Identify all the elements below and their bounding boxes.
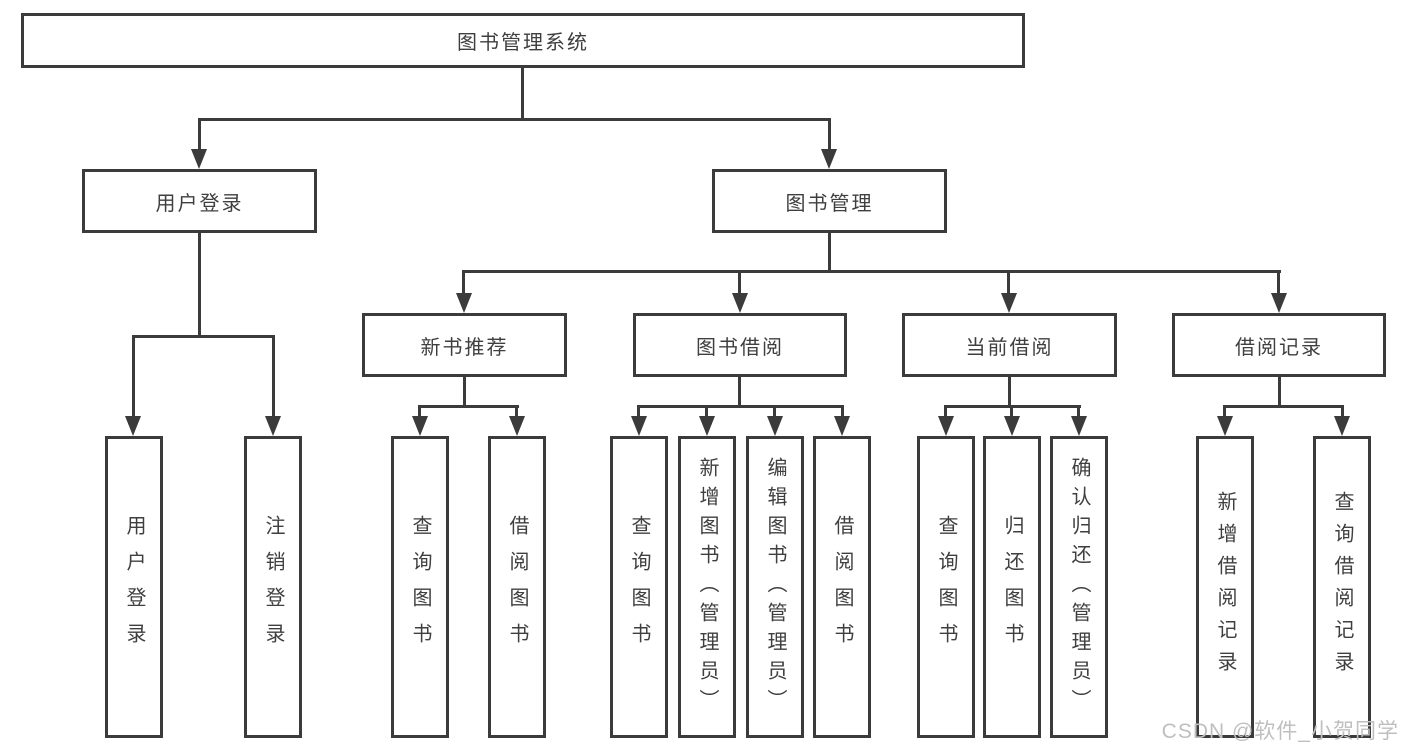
arrow-down-icon: [1071, 416, 1087, 436]
connector-head-branch: [1223, 405, 1344, 408]
node-label: 借阅记录: [1235, 336, 1323, 359]
connector-drop-leaf: [637, 405, 640, 419]
arrow-down-icon: [821, 149, 837, 169]
leaf-return-books: 归还图书: [983, 436, 1041, 738]
leaf-query-books-current: 查询图书: [917, 436, 975, 738]
leaf-confirm-return-admin: 确认归还（管理员）: [1050, 436, 1108, 738]
leaf-borrow-books-recommend: 借阅图书: [488, 436, 546, 738]
arrow-down-icon: [125, 416, 141, 436]
leaf-add-books-admin: 新增图书（管理员）: [678, 436, 736, 738]
node-book-management: 图书管理: [712, 169, 947, 233]
connector-root-stem: [521, 68, 524, 120]
leaf-label: 新增图书（管理员）: [696, 456, 718, 718]
arrow-down-icon: [509, 416, 525, 436]
leaf-label: 借阅图书: [506, 515, 528, 659]
leaf-label: 查询图书: [409, 515, 431, 659]
leaf-label: 注销登录: [262, 515, 284, 659]
connector-drop-book-mgmt: [828, 118, 831, 151]
arrow-down-icon: [1334, 416, 1350, 436]
connector-drop-head: [1007, 270, 1010, 295]
connector-drop-leaf: [1077, 405, 1080, 419]
leaf-label: 新增借阅记录: [1214, 491, 1236, 683]
leaf-user-login: 用户登录: [105, 436, 163, 738]
arrow-down-icon: [699, 416, 715, 436]
leaf-add-borrow-record: 新增借阅记录: [1196, 436, 1254, 738]
connector-drop-leaf: [1010, 405, 1013, 419]
node-user-login: 用户登录: [82, 169, 317, 233]
connector-head-branch: [637, 405, 844, 408]
arrow-down-icon: [191, 149, 207, 169]
leaf-label: 归还图书: [1001, 515, 1023, 659]
connector-drop-leaf: [418, 405, 421, 419]
connector-drop-head: [738, 270, 741, 295]
arrow-down-icon: [631, 416, 647, 436]
connector-book-mgmt-branch: [462, 270, 1281, 273]
leaf-query-borrow-record: 查询借阅记录: [1313, 436, 1371, 738]
leaf-query-books-borrowing: 查询图书: [610, 436, 668, 738]
node-label: 图书借阅: [696, 336, 784, 359]
node-new-book-recommend: 新书推荐: [362, 313, 567, 377]
connector-drop-leaf: [272, 335, 275, 418]
leaf-label: 查询借阅记录: [1331, 491, 1353, 683]
node-label: 当前借阅: [965, 336, 1054, 359]
arrow-down-icon: [1001, 293, 1017, 313]
node-label: 新书推荐: [420, 336, 509, 359]
connector-drop-leaf: [841, 405, 844, 419]
leaf-label: 确认归还（管理员）: [1068, 456, 1090, 718]
connector-drop-leaf: [1341, 405, 1344, 419]
connector-drop-head: [462, 270, 465, 295]
arrow-down-icon: [938, 416, 954, 436]
connector-drop-leaf: [705, 405, 708, 419]
node-library-management-system: 图书管理系统: [21, 13, 1025, 68]
arrow-down-icon: [767, 416, 783, 436]
connector-root-branch: [198, 118, 831, 121]
csdn-watermark: CSDN @软件_小贺同学: [1161, 720, 1399, 743]
arrow-down-icon: [1217, 416, 1233, 436]
arrow-down-icon: [265, 416, 281, 436]
connector-drop-head: [1277, 270, 1280, 295]
connector-user-login-stem: [198, 233, 201, 337]
connector-head-stem: [463, 377, 466, 407]
arrow-down-icon: [834, 416, 850, 436]
connector-drop-leaf: [132, 335, 135, 418]
node-label: 图书管理系统: [457, 32, 589, 54]
node-label: 用户登录: [155, 192, 244, 215]
arrow-down-icon: [1004, 416, 1020, 436]
connector-head-stem: [738, 377, 741, 407]
arrow-down-icon: [1271, 293, 1287, 313]
leaf-label: 用户登录: [123, 515, 145, 659]
connector-drop-leaf: [773, 405, 776, 419]
leaf-label: 查询图书: [935, 515, 957, 659]
node-borrowing-records: 借阅记录: [1172, 313, 1386, 377]
connector-book-mgmt-stem: [828, 233, 831, 273]
leaf-query-books-recommend: 查询图书: [391, 436, 449, 738]
connector-user-login-branch: [132, 335, 275, 338]
leaf-label: 编辑图书（管理员）: [764, 456, 786, 718]
leaf-label: 借阅图书: [831, 515, 853, 659]
connector-head-stem: [1278, 377, 1281, 407]
connector-drop-leaf: [1223, 405, 1226, 419]
leaf-borrow-books: 借阅图书: [813, 436, 871, 738]
arrow-down-icon: [456, 293, 472, 313]
leaf-label: 查询图书: [628, 515, 650, 659]
arrow-down-icon: [412, 416, 428, 436]
leaf-edit-books-admin: 编辑图书（管理员）: [746, 436, 804, 738]
connector-head-stem: [1008, 377, 1011, 407]
node-book-borrowing: 图书借阅: [633, 313, 847, 377]
node-label: 图书管理: [785, 192, 874, 215]
connector-drop-leaf: [515, 405, 518, 419]
connector-drop-user-login: [198, 118, 201, 151]
node-current-borrowing: 当前借阅: [902, 313, 1117, 377]
leaf-logout: 注销登录: [244, 436, 302, 738]
connector-drop-leaf: [944, 405, 947, 419]
connector-head-branch: [418, 405, 519, 408]
arrow-down-icon: [732, 293, 748, 313]
